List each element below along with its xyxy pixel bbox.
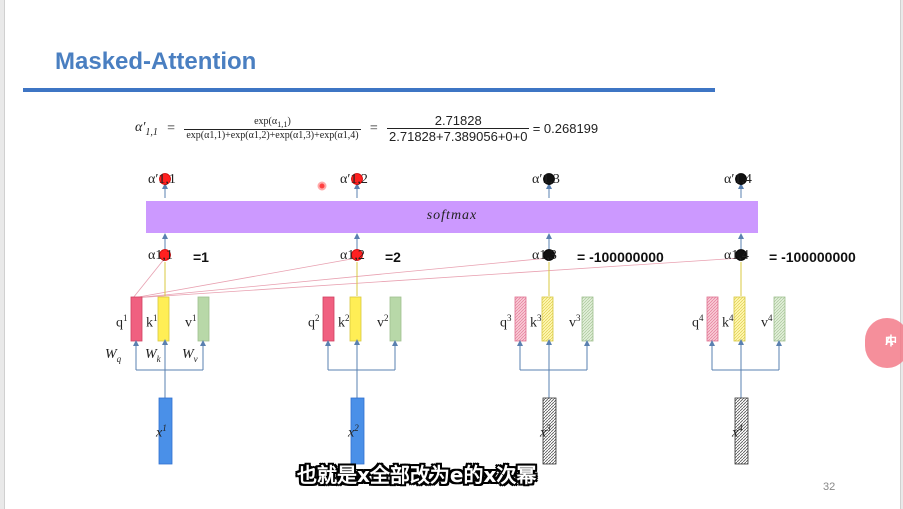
pointer-marker (735, 173, 747, 185)
formula-fraction-exp: exp(α1,1) exp(α1,1)+exp(α1,2)+exp(α1,3)+… (184, 116, 361, 141)
x-vector (350, 397, 365, 465)
v-vector (197, 296, 210, 342)
q-vector (514, 296, 527, 342)
wk-label: Wk (145, 347, 161, 364)
page-number: 32 (823, 481, 836, 493)
x-vector (734, 397, 749, 465)
formula-fraction-values: 2.71828 2.71828+7.389056+0+0 (387, 113, 530, 144)
score-value: =2 (385, 249, 401, 265)
q-label: q1 (116, 313, 128, 331)
alpha-prime-label: α′1,2 (340, 172, 368, 187)
v-label: v2 (377, 313, 389, 331)
title-underline (23, 88, 715, 92)
pointer-marker (351, 249, 363, 261)
pointer-marker (351, 173, 363, 185)
k-label: k4 (722, 313, 734, 331)
pointer-marker (159, 249, 171, 261)
x-label: x1 (156, 423, 167, 441)
x-label: x3 (540, 423, 551, 441)
alpha-prime-label: α′1,1 (148, 172, 176, 187)
q-vector (322, 296, 335, 342)
alpha-label: α1,1 (148, 248, 173, 263)
x-label: x4 (732, 423, 743, 441)
k-vector (349, 296, 362, 342)
alpha-label: α1,2 (340, 248, 365, 263)
wq-label: Wq (105, 347, 122, 364)
q-vector (706, 296, 719, 342)
x-vector (542, 397, 557, 465)
alpha-prime-label: α′1,3 (532, 172, 560, 187)
v-vector (389, 296, 402, 342)
translate-icon-zh: 中 (885, 334, 898, 348)
pointer-marker (735, 249, 747, 261)
softmax-label: softmax (426, 208, 478, 223)
q1-to-alpha-line (132, 257, 742, 299)
q-label: q4 (692, 313, 704, 331)
formula-denominator: exp(α1,1)+exp(α1,2)+exp(α1,3)+exp(α1,4) (186, 130, 359, 141)
wv-label: Wv (182, 347, 198, 364)
k-label: k1 (146, 313, 158, 331)
alpha-label: α1,3 (532, 248, 557, 263)
q1-to-alpha-line (132, 257, 166, 299)
q1-to-alpha-line (132, 257, 358, 299)
formula-result: = 0.268199 (532, 121, 599, 136)
pointer-marker (543, 249, 555, 261)
video-subtitle: 也就是x全部改为e的x次幂 (297, 463, 537, 487)
k-vector (733, 296, 746, 342)
translate-icon-a: A (885, 334, 894, 348)
q-label: q2 (308, 313, 320, 331)
k-vector (541, 296, 554, 342)
softmax-layer: softmax (146, 201, 758, 233)
cursor-dot (317, 181, 327, 191)
k-label: k3 (530, 313, 542, 331)
alpha-prime-label: α′1,4 (724, 172, 752, 187)
score-value: =1 (193, 249, 209, 265)
v-vector (773, 296, 786, 342)
pointer-marker (159, 173, 171, 185)
attention-diagram (130, 173, 786, 465)
k-label: k2 (338, 313, 350, 331)
alpha-label: α1,4 (724, 248, 749, 263)
v-label: v1 (185, 313, 197, 331)
formula-lhs: α′1,1 (135, 119, 158, 138)
q1-to-alpha-line (132, 257, 550, 299)
slide: Masked-Attention α′1,1 = exp(α1,1) exp(α… (4, 0, 901, 509)
k-vector (157, 296, 170, 342)
v-vector (581, 296, 594, 342)
v-label: v4 (761, 313, 773, 331)
slide-title: Masked-Attention (55, 48, 257, 75)
q-label: q3 (500, 313, 512, 331)
x-vector (158, 397, 173, 465)
score-value: = -100000000 (769, 249, 856, 265)
x-label: x2 (348, 423, 359, 441)
pointer-marker (543, 173, 555, 185)
score-value: = -100000000 (577, 249, 664, 265)
v-label: v3 (569, 313, 581, 331)
softmax-formula: α′1,1 = exp(α1,1) exp(α1,1)+exp(α1,2)+ex… (135, 113, 599, 144)
q-vector (130, 296, 143, 342)
